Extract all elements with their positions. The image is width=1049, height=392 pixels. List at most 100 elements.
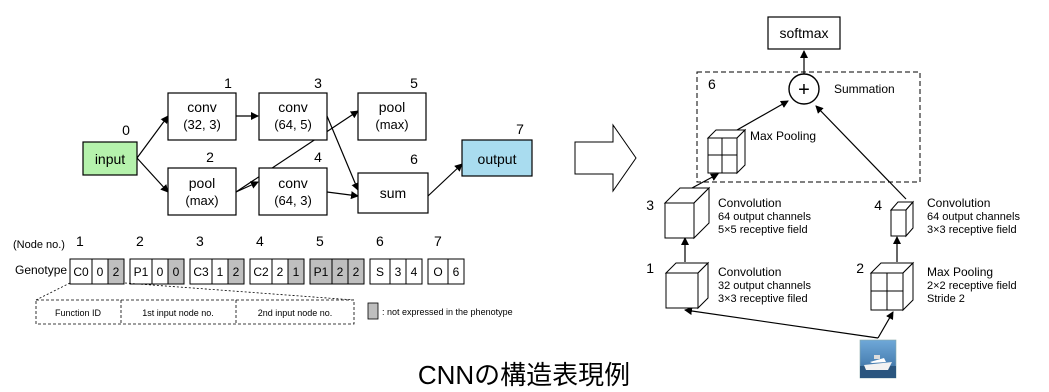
node-number: 6 — [410, 151, 418, 167]
gene-node-number: 1 — [76, 233, 84, 249]
gene-value: O — [433, 265, 442, 279]
node-params: (max) — [375, 117, 408, 132]
gene-value: S — [376, 265, 384, 279]
legend-connector — [36, 283, 70, 300]
conv3-cube — [665, 188, 709, 238]
gene-node-number: 3 — [196, 233, 204, 249]
edge-4-6 — [327, 192, 358, 196]
maxpool2-cube — [871, 263, 913, 310]
gene-value: 2 — [277, 265, 284, 279]
layer-name: Convolution — [718, 265, 781, 279]
node-7: output 7 — [462, 121, 532, 176]
genotype-row-label: Genotype — [15, 263, 67, 277]
maxpool-label: Max Pooling — [750, 129, 816, 143]
node-label: conv — [278, 99, 308, 115]
gene-value: 2 — [233, 265, 240, 279]
node-label: conv — [278, 175, 308, 191]
gene-value: 0 — [173, 265, 180, 279]
layer-channels: 32 output channels — [718, 280, 811, 292]
node-5: pool (max) 5 — [358, 75, 426, 140]
layer-number: 2 — [856, 260, 864, 276]
edge-image-pool2 — [878, 312, 893, 338]
node-params: (max) — [185, 193, 218, 208]
gene-value: 2 — [353, 265, 360, 279]
merged-block-number: 6 — [708, 76, 716, 92]
genotype-group: S346 — [370, 233, 422, 284]
conv4-cube — [891, 202, 913, 236]
gene-value: 6 — [453, 265, 460, 279]
node-number: 7 — [516, 121, 524, 137]
node-label: input — [95, 151, 125, 167]
node-number: 5 — [410, 75, 418, 91]
node-label: output — [478, 151, 517, 167]
layer-stride: Stride 2 — [927, 293, 965, 305]
legend-connector — [125, 283, 354, 300]
gene-value: 2 — [337, 265, 344, 279]
gene-value: P1 — [134, 265, 149, 279]
edge-6-7 — [428, 164, 462, 196]
legend-first-input: 1st input node no. — [142, 308, 214, 318]
node-4: conv (64, 3) 4 — [259, 149, 327, 215]
layer-field: 2×2 receptive field — [927, 280, 1017, 292]
summation-label: Summation — [834, 82, 895, 96]
node-label: sum — [380, 185, 406, 201]
node-params: (64, 3) — [274, 193, 312, 208]
gene-value: 4 — [411, 265, 418, 279]
gene-node-number: 4 — [256, 233, 264, 249]
edge-0-2 — [137, 158, 168, 192]
layer-field: 3×3 receptive filed — [718, 293, 808, 305]
edge-3-6 — [327, 116, 358, 190]
node-number: 1 — [224, 75, 232, 91]
gene-value: 0 — [97, 265, 104, 279]
edge-image-conv1 — [685, 310, 878, 338]
layer-channels: 64 output channels — [718, 211, 811, 223]
node-number: 2 — [206, 149, 214, 165]
plus-icon: + — [798, 79, 810, 101]
genotype-legend: Function ID 1st input node no. 2nd input… — [36, 283, 513, 324]
layer-number: 3 — [646, 197, 654, 213]
gene-value: 3 — [395, 265, 402, 279]
node-label: pool — [189, 175, 215, 191]
node-label: conv — [187, 99, 217, 115]
gene-value: C2 — [253, 265, 269, 279]
layer-field: 5×5 receptive field — [718, 224, 808, 236]
transform-arrow-icon — [575, 125, 636, 191]
node-number: 0 — [122, 122, 130, 138]
edge-pool-sum — [737, 101, 788, 130]
layer-name: Convolution — [718, 196, 781, 210]
node-params: (64, 5) — [274, 117, 312, 132]
node-1: conv (32, 3) 1 — [168, 75, 236, 140]
gene-value: 2 — [113, 265, 120, 279]
node-number: 3 — [314, 75, 322, 91]
input-image — [860, 340, 896, 378]
node-label: pool — [379, 99, 405, 115]
node-0: input 0 — [83, 122, 137, 175]
node-6: sum 6 — [358, 151, 428, 213]
gene-value: 1 — [217, 265, 224, 279]
legend-gray-swatch — [368, 303, 378, 319]
edge-conv3-pool — [692, 174, 718, 188]
gene-value: 0 — [157, 265, 164, 279]
gene-value: P1 — [314, 265, 329, 279]
layer-name: Max Pooling — [927, 265, 993, 279]
gene-value: 1 — [293, 265, 300, 279]
maxpool-cube — [708, 130, 745, 173]
layer-number: 4 — [874, 197, 882, 213]
conv1-cube — [666, 263, 708, 308]
layer-name: Convolution — [927, 196, 990, 210]
gene-node-number: 7 — [434, 233, 442, 249]
edge-0-1 — [137, 116, 168, 158]
node-number: 4 — [314, 149, 322, 165]
legend-second-input: 2nd input node no. — [258, 308, 333, 318]
legend-gray-note: : not expressed in the phenotype — [382, 307, 513, 317]
gene-value: C3 — [193, 265, 209, 279]
gene-node-number: 2 — [136, 233, 144, 249]
